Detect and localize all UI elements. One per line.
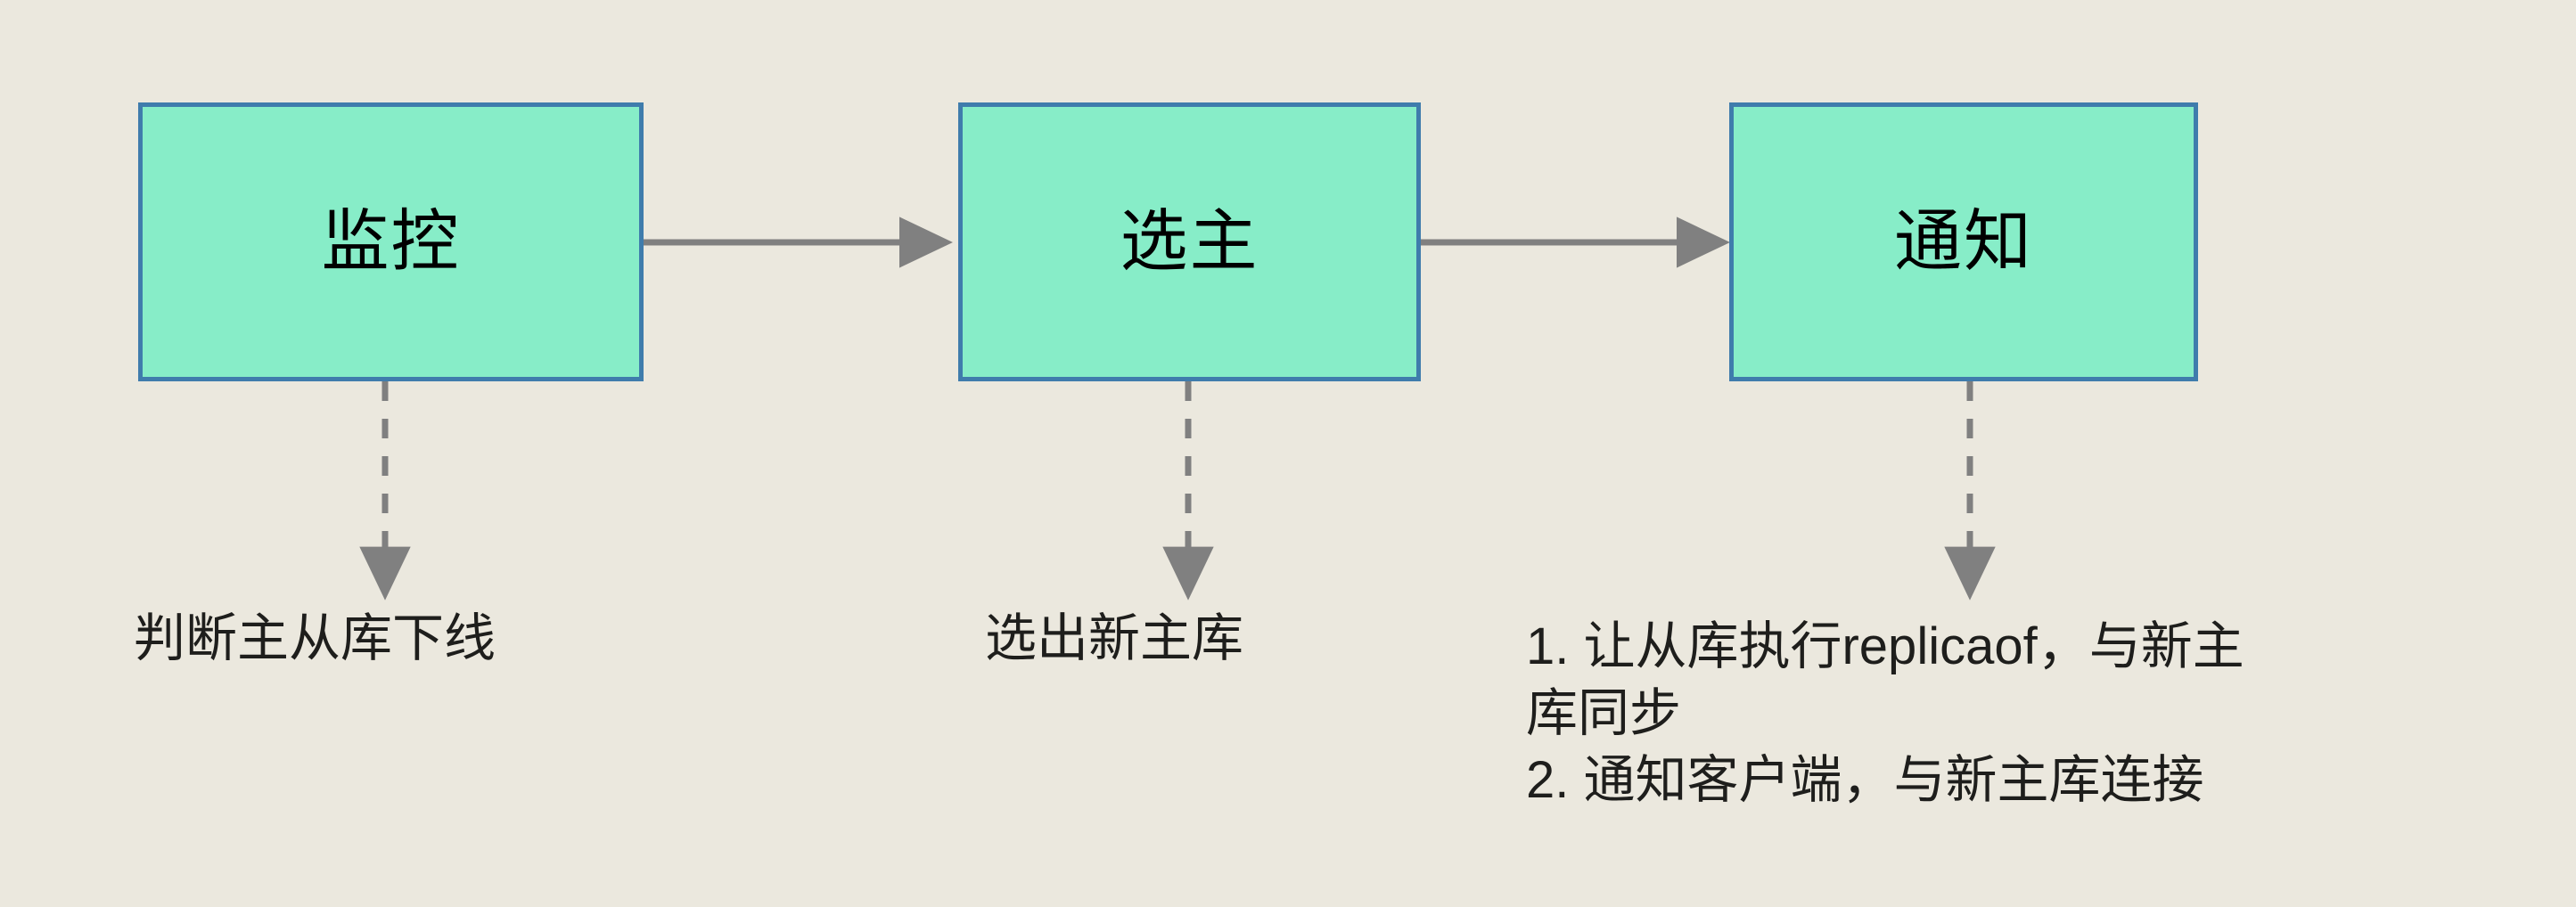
- caption-notify-line-1: 1. 让从库执行replicaof，与新主: [1526, 617, 2244, 675]
- node-select-master[interactable]: 选主: [958, 102, 1421, 381]
- node-select-master-label: 选主: [1120, 203, 1259, 280]
- node-notify-label: 通知: [1894, 203, 2033, 280]
- node-notify[interactable]: 通知: [1729, 102, 2198, 381]
- caption-notify: 1. 让从库执行replicaof，与新主 库同步 2. 通知客户端，与新主库连…: [1526, 613, 2551, 813]
- caption-select-master: 选出新主库: [985, 609, 1244, 667]
- node-monitor[interactable]: 监控: [138, 102, 644, 381]
- caption-notify-line-3: 2. 通知客户端，与新主库连接: [1526, 751, 2204, 809]
- caption-notify-line-2: 库同步: [1526, 684, 1682, 742]
- caption-monitor: 判断主从库下线: [134, 609, 496, 667]
- node-monitor-label: 监控: [321, 203, 461, 280]
